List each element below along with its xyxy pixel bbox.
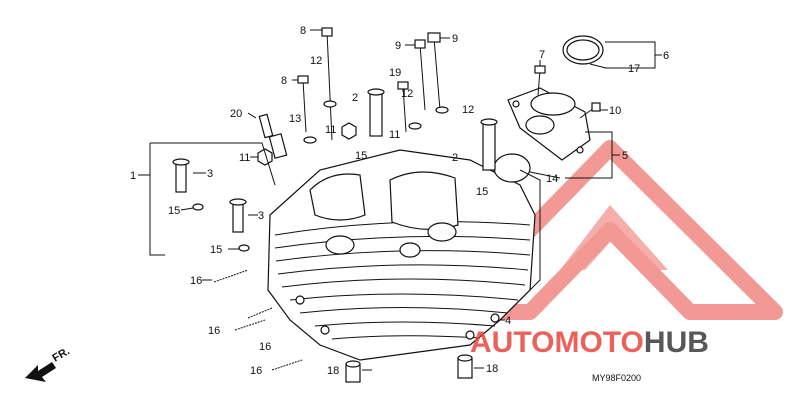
brand-moto: MOTO: [554, 326, 643, 359]
callout-18: 18: [327, 365, 339, 377]
callout-13: 13: [289, 113, 301, 125]
callout-16: 16: [190, 275, 202, 287]
callout-9: 9: [452, 33, 458, 45]
callout-12: 12: [310, 55, 322, 67]
callout-numbers: 1 2 2 3 3 4 5 6 7 8 8 9 9 10 11 11 11 12…: [130, 25, 669, 377]
callout-7: 7: [539, 49, 545, 61]
callout-11: 11: [239, 152, 250, 164]
callout-12: 12: [401, 88, 413, 100]
studs: [213, 269, 303, 371]
callout-5: 5: [622, 150, 628, 162]
callout-9: 9: [395, 40, 401, 52]
dowel-pins-bottom: [345, 354, 473, 383]
watermark-brand-text: AUTOMOTOHUB: [470, 326, 709, 359]
callout-16: 16: [259, 341, 271, 353]
callout-15: 15: [168, 205, 180, 217]
callout-11: 11: [389, 129, 400, 141]
callout-19: 19: [389, 67, 401, 79]
callout-8: 8: [281, 75, 287, 87]
callout-18: 18: [486, 363, 498, 375]
leader-lines: [138, 29, 662, 371]
valve-guides: [172, 158, 250, 252]
callout-10: 10: [609, 105, 621, 117]
svg-text:AUTOMOTOHUB: AUTOMOTOHUB: [470, 326, 709, 359]
spark-plug: [258, 113, 317, 159]
bolts: [297, 27, 601, 141]
callout-12: 12: [462, 104, 474, 116]
callout-11: 11: [325, 124, 336, 136]
drawing-code: MY98F0200: [592, 373, 641, 383]
washers: [323, 100, 449, 130]
callout-15: 15: [210, 244, 222, 256]
dowel-pins: [367, 88, 498, 171]
callout-2: 2: [452, 152, 458, 164]
cylinder-head: [267, 149, 536, 361]
callout-2: 2: [352, 92, 358, 104]
callout-16: 16: [250, 365, 262, 377]
nuts: [257, 122, 357, 166]
callout-4: 4: [505, 315, 511, 327]
callout-16: 16: [208, 325, 220, 337]
callout-6: 6: [663, 50, 669, 62]
brand-auto: AUTO: [470, 326, 554, 359]
o-ring: [493, 153, 531, 183]
callout-1: 1: [130, 170, 136, 182]
callout-15: 15: [355, 150, 367, 162]
direction-label: FR.: [51, 345, 72, 364]
callout-3: 3: [258, 210, 264, 222]
callout-3: 3: [207, 168, 213, 180]
callout-14: 14: [546, 173, 558, 185]
callout-20: 20: [230, 108, 242, 120]
front-direction-arrow: [25, 362, 56, 382]
callout-17: 17: [628, 63, 640, 75]
hose-clamp: [562, 35, 607, 69]
intake-manifold: [507, 87, 591, 161]
callout-8: 8: [300, 25, 306, 37]
brand-hub: HUB: [644, 326, 709, 359]
callout-15: 15: [476, 186, 488, 198]
